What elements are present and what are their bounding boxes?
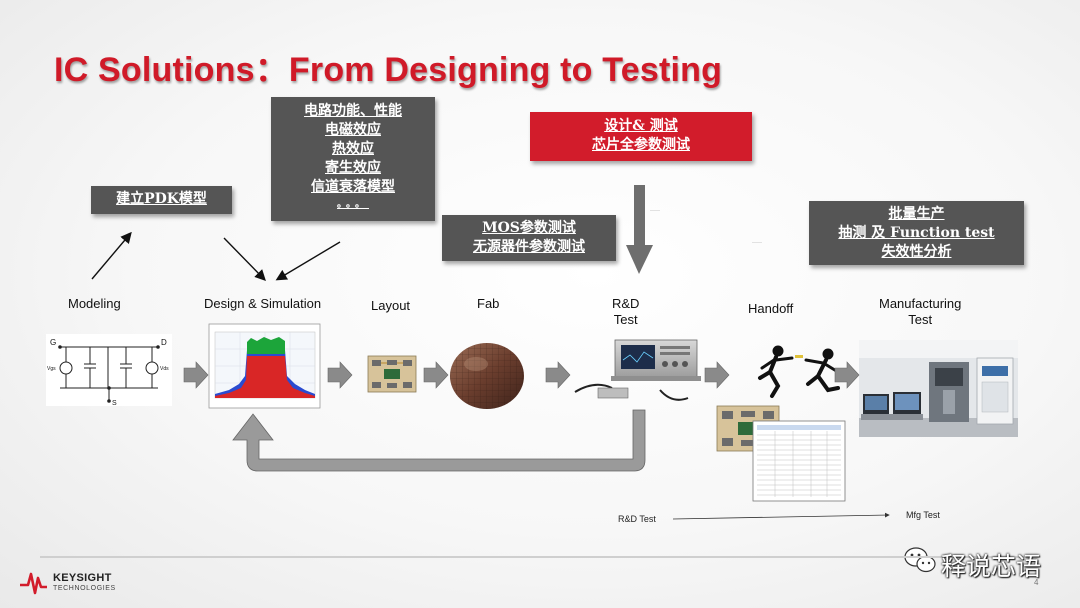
circuit-label-vds: Vds xyxy=(160,366,169,372)
flow-arrow xyxy=(704,361,730,389)
design-effects-box: 电路功能、性能 电磁效应 热效应 寄生效应 信道衰落模型 。。。 xyxy=(271,97,435,221)
stage-rd-test: R&D Test xyxy=(612,296,639,328)
brand-subtitle: TECHNOLOGIES xyxy=(53,585,116,592)
circuit-schematic: G D S Vgs Vds xyxy=(46,334,172,407)
pdk-model-box: 建立PDK模型 xyxy=(91,186,232,214)
flow-arrow xyxy=(834,361,860,389)
keysight-logo-icon xyxy=(20,572,47,595)
box-line: 批量生产 xyxy=(888,206,945,222)
down-arrow-shaft xyxy=(634,185,645,245)
stage-design: Design & Simulation xyxy=(204,296,322,311)
down-arrow-head xyxy=(626,245,653,274)
box-line: 设计& 测试 xyxy=(604,118,678,134)
arrow-effects-to-design xyxy=(275,241,341,281)
stage-mfg-line1: Manufacturing xyxy=(879,296,962,311)
box-line: 寄生效应 xyxy=(325,160,381,176)
timeline-arrow xyxy=(672,512,890,520)
circuit-label-s: S xyxy=(112,400,117,407)
flow-arrow xyxy=(545,361,571,389)
stage-fab: Fab xyxy=(477,296,500,311)
rd-test-instrument xyxy=(574,339,701,401)
wechat-icon xyxy=(904,547,936,573)
flow-arrow xyxy=(423,361,449,389)
stage-rd-line2: Test xyxy=(613,312,638,327)
stage-manufacturing: Manufacturing Test xyxy=(879,296,961,328)
layout-test-box: MOS参数测试 无源器件参数测试 xyxy=(442,215,616,261)
box-line: MOS参数测试 xyxy=(482,220,576,236)
footer-divider xyxy=(40,556,1030,558)
wafer-image xyxy=(450,343,524,409)
box-line: 抽测 及 Function test xyxy=(838,225,995,241)
circuit-label-vgs: Vgs xyxy=(47,366,56,372)
box-line: 电磁效应 xyxy=(325,122,381,138)
box-line: 失效性分析 xyxy=(881,244,952,260)
circuit-label-d: D xyxy=(161,338,167,347)
stage-handoff: Handoff xyxy=(748,301,794,316)
arrow-modeling-to-pdk xyxy=(91,231,132,280)
slide-title: IC Solutions：From Designing to Testing xyxy=(54,51,723,89)
arrow-pdk-to-design xyxy=(223,237,266,282)
layout-chip xyxy=(367,355,417,393)
flow-arrow xyxy=(183,361,209,389)
faint-mark: ----- xyxy=(650,208,660,214)
box-line: 。。。 xyxy=(337,199,369,210)
feedback-loop-arrow xyxy=(232,409,646,472)
flow-arrow xyxy=(327,361,353,389)
handoff-runners xyxy=(758,345,840,398)
spectrum-plot xyxy=(208,323,321,409)
timeline-start-label: R&D Test xyxy=(618,514,656,524)
stage-layout: Layout xyxy=(371,298,411,313)
watermark-text: 释说芯语 xyxy=(941,552,1042,581)
box-line: 芯片全参数测试 xyxy=(592,137,690,153)
handoff-datasheet xyxy=(752,420,846,502)
faint-mark: ----- xyxy=(752,240,762,246)
page-number: 4 xyxy=(1034,578,1039,587)
box-line: 电路功能、性能 xyxy=(304,103,402,119)
stage-modeling: Modeling xyxy=(68,296,121,311)
box-line: 无源器件参数测试 xyxy=(473,239,585,255)
box-line: 建立PDK模型 xyxy=(116,191,207,207)
box-line: 信道衰落模型 xyxy=(311,179,395,195)
rd-test-box: 设计& 测试 芯片全参数测试 xyxy=(530,112,752,161)
stage-rd-line1: R&D xyxy=(612,296,640,311)
brand-name: KEYSIGHT xyxy=(53,572,112,584)
timeline-end-label: Mfg Test xyxy=(906,510,940,520)
stage-mfg-line2: Test xyxy=(908,312,933,327)
box-line: 热效应 xyxy=(332,141,374,157)
manufacturing-photo xyxy=(859,340,1018,437)
circuit-label-g: G xyxy=(50,338,56,347)
mfg-box: 批量生产 抽测 及 Function test 失效性分析 xyxy=(809,201,1024,265)
